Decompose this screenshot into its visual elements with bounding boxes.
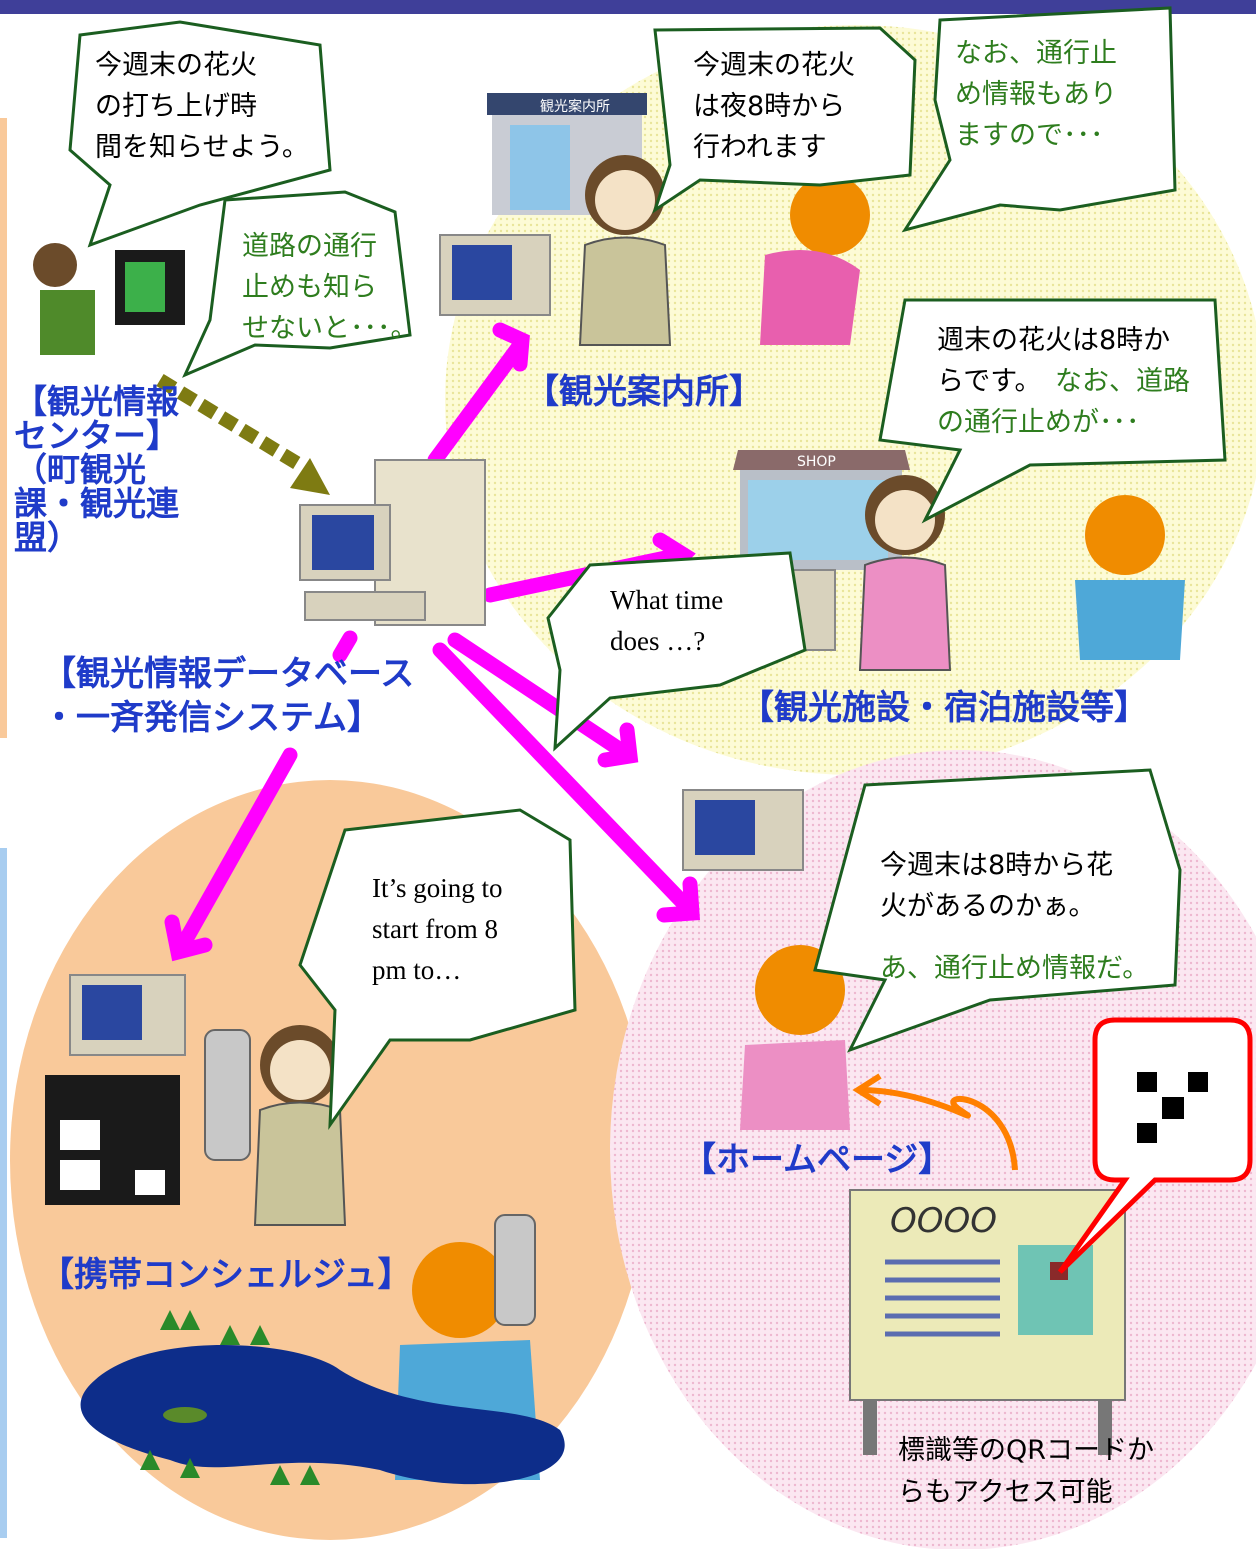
speech-bubbles: [68, 6, 1227, 1131]
bubble-mobile: [298, 808, 577, 1131]
lake: [80, 1345, 565, 1485]
label-tourist-office: 【観光案内所】: [525, 372, 763, 412]
qr-note: 標識等のQRコードか らもアクセス可能: [898, 1435, 1155, 1508]
label-facilities: 【観光施設・宿泊施設等】: [740, 688, 1148, 728]
bubble-facility: [878, 298, 1227, 524]
label-info-center: 【観光情報 センター】 （町観光 課・観光連 盟）: [14, 382, 179, 557]
office-staff: [578, 155, 672, 346]
arrow-to-office: [427, 337, 528, 468]
pc-icon-office: [439, 234, 551, 316]
label-database: 【観光情報データベース ・一斉発信システム】: [42, 654, 415, 738]
bubble-center-main: [68, 20, 332, 248]
bubble-text-center-main: 今週末の花火 の打ち上げ時 間を知らせよう。: [95, 50, 309, 163]
bubble-text-tourist: What time does …?: [610, 585, 724, 656]
arrow-to-homepage: [432, 642, 698, 918]
label-mobile: 【携帯コンシェルジュ】: [40, 1255, 412, 1295]
arrow-head-homepage-upper: [597, 722, 639, 768]
side-strip-orange: [0, 118, 7, 738]
arrow-head-mobile: [164, 914, 213, 962]
broadcast-arrows: [164, 322, 700, 962]
tourist-office-building: 観光案内所: [487, 93, 647, 215]
bubble-tourist: [546, 551, 807, 752]
bubble-text-facility-green-1: なお、道路: [1055, 366, 1190, 397]
bubble-text-office-sub: なお、通行止 め情報もあり ますので･･･: [955, 38, 1117, 151]
qr-code-icon: [1135, 1070, 1210, 1145]
facility-staff: [858, 475, 952, 671]
homepage-user: [740, 945, 850, 1130]
board-title: OOOO: [890, 1201, 997, 1241]
bubble-text-center-sub: 道路の通行 止めも知ら せないと･･･。: [242, 231, 418, 344]
shop-sign: SHOP: [797, 454, 836, 470]
bubble-text-office-main: 今週末の花火 は夜8時から 行われます: [693, 50, 855, 163]
server-icon: [299, 459, 486, 626]
bubble-office-sub: [901, 6, 1177, 233]
bubble-text-homepage-main: 今週末は8時から花 火があるのかぁ。: [880, 850, 1114, 922]
arrow-head-homepage: [656, 876, 700, 923]
office-sign: 観光案内所: [540, 98, 610, 115]
operator-at-pc: [33, 243, 185, 355]
facility-visitor: [1075, 495, 1185, 660]
bubble-homepage: [813, 768, 1182, 1053]
dotted-arrow-head: [290, 458, 330, 495]
office-visitor: [760, 175, 870, 345]
dotted-arrow: [156, 374, 304, 471]
bubble-text-mobile: It’s going to start from 8 pm to…: [372, 873, 503, 985]
bubble-text-facility-main: 週末の花火は8時か らです。: [937, 325, 1171, 397]
arrow-head-office: [492, 322, 530, 372]
mobile-phone-icon: [204, 1029, 251, 1161]
bubble-text-facility-green-2: の通行止めが･･･: [937, 407, 1140, 438]
label-homepage: 【ホームページ】: [682, 1140, 953, 1180]
trees: [140, 1310, 320, 1485]
pc-icon-mobile: [69, 974, 186, 1056]
side-strip-blue: [0, 848, 7, 1538]
house-icon: [45, 1075, 180, 1205]
top-bar: [0, 0, 1256, 14]
bubble-text-homepage-green: あ、通行止め情報だ。: [880, 953, 1150, 984]
bubble-office-main: [652, 26, 917, 214]
pc-icon-homepage: [682, 789, 804, 871]
qr-arrow: [859, 1087, 1018, 1171]
bubble-center-sub: [182, 190, 412, 378]
mobile-staff: [204, 1025, 347, 1226]
sign-board: OOOO: [849, 1189, 1126, 1455]
arrow-to-homepage-upper: [447, 632, 636, 763]
arrow-to-mobile: [172, 747, 298, 958]
